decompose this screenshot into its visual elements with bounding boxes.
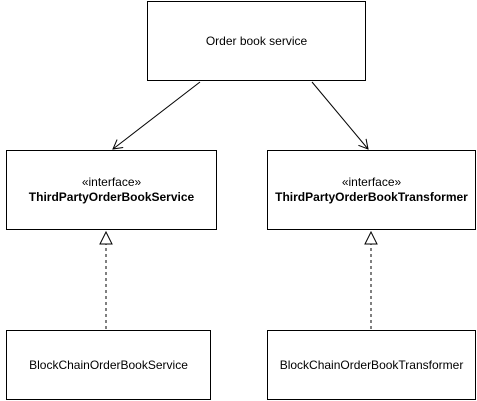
third-party-service-interface-box: «interface» ThirdPartyOrderBookService <box>6 150 217 230</box>
association-arrow-to-transformer-interface <box>311 81 369 150</box>
third-party-transformer-interface-box: «interface» ThirdPartyOrderBookTransform… <box>267 150 476 230</box>
interface-name: ThirdPartyOrderBookService <box>28 190 195 204</box>
blockchain-service-label: BlockChainOrderBookService <box>29 357 188 372</box>
interface-name: ThirdPartyOrderBookTransformer <box>275 190 468 204</box>
blockchain-transformer-box: BlockChainOrderBookTransformer <box>267 330 476 400</box>
interface-stereotype: «interface» <box>341 175 402 189</box>
blockchain-service-box: BlockChainOrderBookService <box>6 330 211 400</box>
interface-stereotype: «interface» <box>81 175 142 189</box>
order-book-service-box: Order book service <box>147 1 366 81</box>
blockchain-transformer-label: BlockChainOrderBookTransformer <box>279 357 464 372</box>
association-arrow-to-service-interface <box>112 81 201 150</box>
order-book-service-label: Order book service <box>205 33 308 48</box>
